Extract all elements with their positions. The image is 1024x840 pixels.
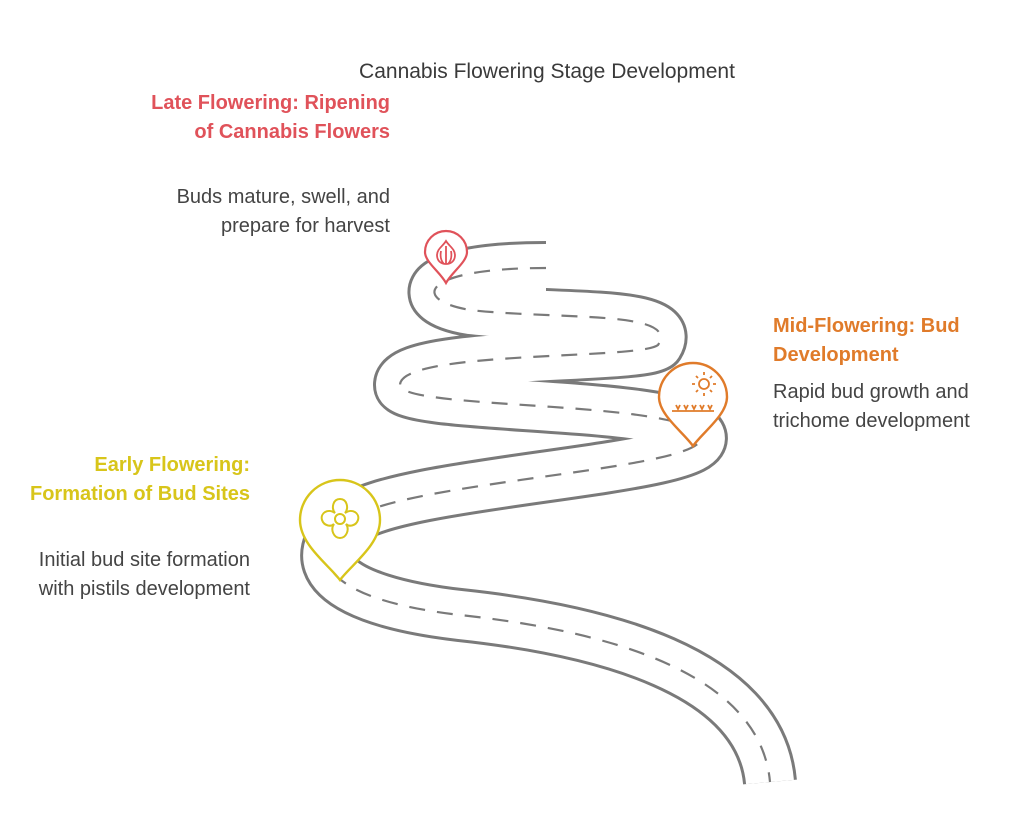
early-flowering-description: Initial bud site formation with pistils … <box>38 549 250 600</box>
road-surface <box>303 244 794 786</box>
garlic-bud-icon <box>436 239 456 265</box>
late-flowering-description: Buds mature, swell, and prepare for harv… <box>176 186 390 237</box>
sun-over-grass-icon <box>672 372 716 412</box>
mid-flowering-pin <box>657 361 729 449</box>
road-center-dashes <box>326 266 772 783</box>
early-flowering-title: Early Flowering: Formation of Bud Sites <box>30 454 250 505</box>
late-flowering-pin <box>423 229 469 286</box>
late-flowering-title: Late Flowering: Ripening of Cannabis Flo… <box>151 92 390 143</box>
mid-flowering-description: Rapid bud growth and trichome developmen… <box>773 381 970 432</box>
early-flowering-pin <box>298 478 382 583</box>
flower-icon <box>320 497 360 540</box>
diagram-title: Cannabis Flowering Stage Development <box>359 60 735 83</box>
mid-flowering-title: Mid-Flowering: Bud Development <box>773 315 960 366</box>
